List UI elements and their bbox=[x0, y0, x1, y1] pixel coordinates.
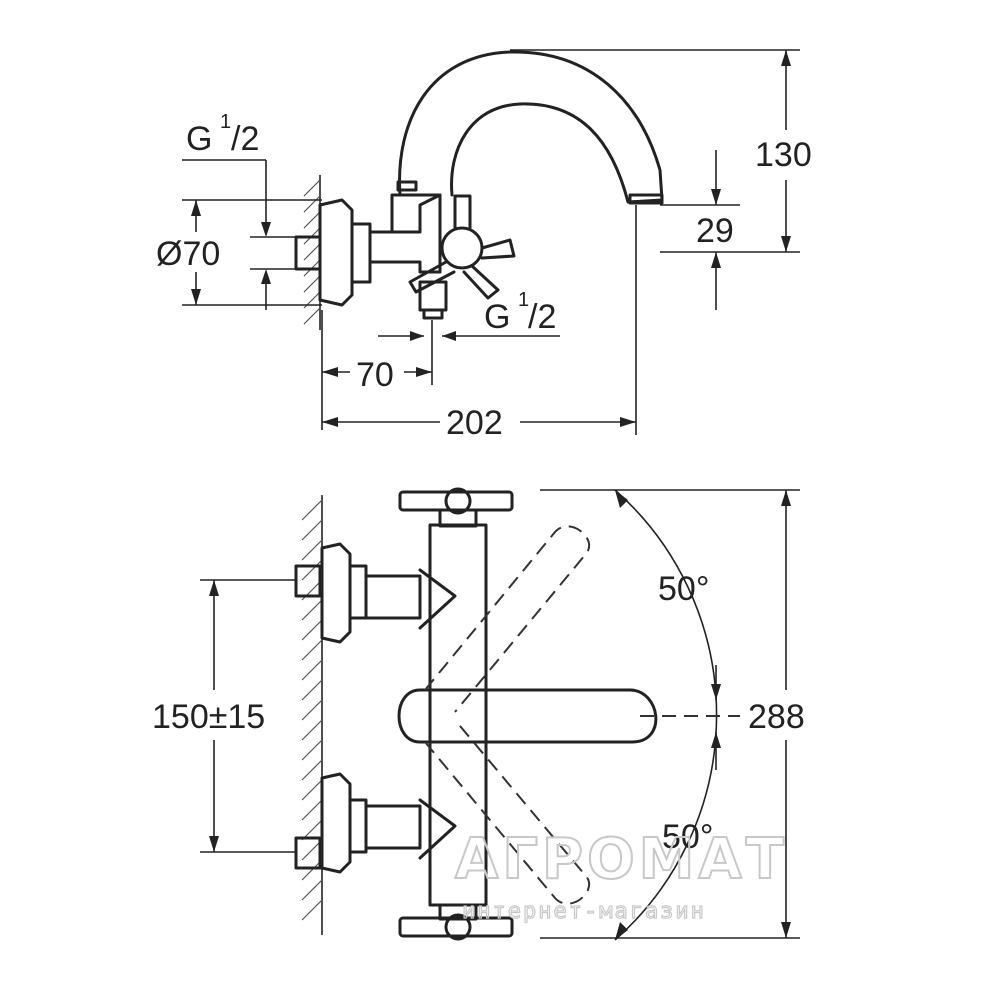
rosette-top bbox=[294, 198, 372, 307]
dim-130: 130 bbox=[510, 49, 812, 253]
g-thread-left-frac: /2 bbox=[231, 120, 259, 158]
diameter-label: Ø70 bbox=[156, 235, 220, 273]
spout-arc bbox=[398, 50, 664, 204]
lever bbox=[397, 688, 658, 744]
dim-288-label: 288 bbox=[748, 698, 805, 736]
dim-70: 70 bbox=[321, 310, 433, 430]
side-view: G 1 /2 Ø70 G 1 /2 bbox=[156, 49, 812, 442]
dim-29-label: 29 bbox=[696, 212, 734, 250]
dim-202-label: 202 bbox=[446, 404, 503, 442]
watermark-brand: АГРОМАТ bbox=[455, 827, 788, 892]
g-thread-left-label: G bbox=[186, 120, 212, 158]
dim-150-label: 150±15 bbox=[152, 698, 265, 736]
dim-202: 202 bbox=[322, 205, 637, 442]
dim-diameter: Ø70 bbox=[156, 199, 322, 306]
cross-handle-front-top bbox=[398, 487, 514, 528]
dim-130-label: 130 bbox=[755, 136, 812, 174]
cross-handle-front-bottom bbox=[398, 903, 514, 941]
front-view: 50° 50° 288 150±15 bbox=[152, 487, 805, 941]
dim-29: 29 bbox=[660, 150, 740, 310]
g-thread-right-sup: 1 bbox=[518, 289, 529, 311]
watermark: АГРОМАТ интернет-магазин bbox=[454, 826, 788, 925]
g-thread-right-label: G bbox=[484, 298, 510, 336]
g-thread-right-frac: /2 bbox=[528, 298, 556, 336]
dim-150: 150±15 bbox=[152, 579, 296, 853]
watermark-tagline: интернет-магазин bbox=[462, 899, 706, 924]
dim-70-label: 70 bbox=[356, 356, 394, 394]
wall-hatch-top bbox=[303, 175, 321, 330]
dim-288: 288 bbox=[540, 489, 805, 939]
upper-connection bbox=[294, 542, 457, 644]
cross-handle-top bbox=[408, 194, 516, 320]
angle-bottom-label: 50° bbox=[662, 818, 713, 856]
angle-top-label: 50° bbox=[658, 570, 709, 608]
lever-position-upper bbox=[424, 525, 591, 713]
lever-position-lower bbox=[424, 719, 591, 905]
dim-g-half-left: G 1 /2 bbox=[182, 111, 296, 310]
g-thread-left-sup: 1 bbox=[220, 111, 231, 133]
dim-g-half-right: G 1 /2 bbox=[378, 289, 560, 341]
lower-connection bbox=[294, 772, 457, 874]
